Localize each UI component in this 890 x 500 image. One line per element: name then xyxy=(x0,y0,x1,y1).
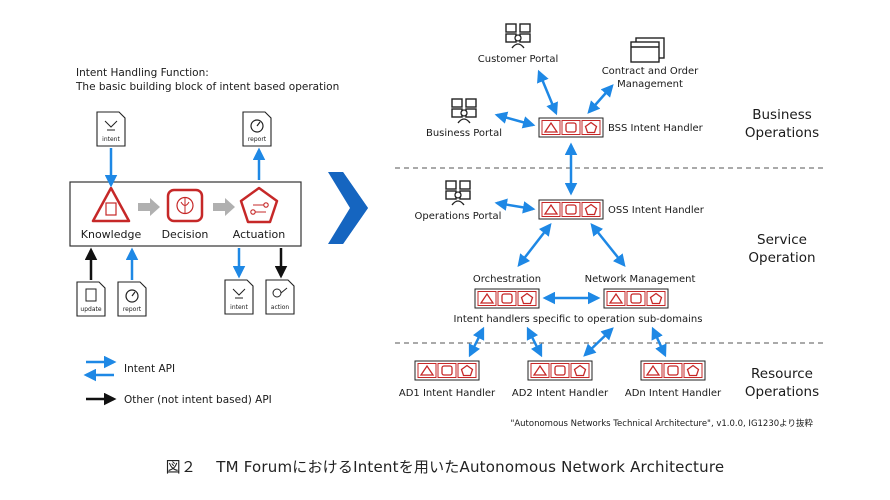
doc-report-top-label: report xyxy=(248,136,267,143)
doc-update: update xyxy=(76,281,106,317)
network-adn-arrow xyxy=(651,326,667,358)
business-portal-bss-arrow xyxy=(494,111,536,129)
legend-intent-api: Intent API xyxy=(124,363,175,375)
decision-icon xyxy=(166,188,204,223)
customer-portal-label: Customer Portal xyxy=(478,54,558,65)
left-heading-line1: Intent Handling Function: xyxy=(76,67,209,79)
layer-business-2: Operations xyxy=(745,125,819,141)
oss-network-mgmt-arrow xyxy=(590,223,626,267)
layer-service-1: Service xyxy=(757,232,807,248)
doc-action-label: action xyxy=(271,304,290,311)
gauge-icon xyxy=(250,119,264,133)
doc-intent-top: intent xyxy=(96,111,126,147)
business-portal-label: Business Portal xyxy=(426,128,502,139)
network-management-label: Network Management xyxy=(585,274,696,285)
ad2-intent-handler xyxy=(527,360,593,381)
layer-resource-2: Operations xyxy=(745,384,819,400)
adn-intent-handler xyxy=(640,360,706,381)
actuation-label: Actuation xyxy=(233,228,286,241)
contract-management-icon xyxy=(630,37,665,63)
figure-caption: 図２ TM ForumにおけるIntentを用いたAutonomous Netw… xyxy=(165,458,725,476)
bss-intent-handler xyxy=(538,117,604,138)
left-heading-line2: The basic building block of intent based… xyxy=(75,81,339,93)
contract-bss-arrow xyxy=(587,84,614,114)
orchestration-intent-handler xyxy=(474,288,540,309)
orchestration-ad2-arrow xyxy=(526,326,543,358)
customer-portal-icon xyxy=(505,23,531,49)
doc-intent-bottom-label: intent xyxy=(230,304,248,311)
doc-intent-bottom: intent xyxy=(224,279,254,315)
doc-action: action xyxy=(265,279,295,315)
flow-arrow-2 xyxy=(213,198,235,216)
knowledge-label: Knowledge xyxy=(81,228,142,241)
ad2-label: AD2 Intent Handler xyxy=(512,388,609,399)
doc-update-label: update xyxy=(80,306,101,313)
contract-label-2: Management xyxy=(617,79,683,90)
bss-handler-label: BSS Intent Handler xyxy=(608,123,704,134)
doc-intent-top-label: intent xyxy=(102,136,120,143)
oss-handler-label: OSS Intent Handler xyxy=(608,205,705,216)
layer-business-1: Business xyxy=(752,107,812,123)
subdomain-note: Intent handlers specific to operation su… xyxy=(454,314,703,325)
adn-label: ADn Intent Handler xyxy=(625,388,722,399)
ad1-intent-handler xyxy=(414,360,480,381)
doc-report-bottom: report xyxy=(117,281,147,317)
oss-orchestration-arrow xyxy=(517,223,552,267)
knowledge-icon xyxy=(91,186,131,223)
network-mgmt-intent-handler xyxy=(603,288,669,309)
doc-report-top: report xyxy=(242,111,272,147)
orchestration-label: Orchestration xyxy=(473,274,541,285)
ops-portal-oss-arrow xyxy=(494,198,536,214)
actuation-icon xyxy=(239,186,279,224)
layer-resource-1: Resource xyxy=(751,366,813,382)
network-ad2-arrow xyxy=(583,327,614,357)
contract-label-1: Contract and Order xyxy=(602,66,699,77)
layer-service-2: Operation xyxy=(748,250,815,266)
source-citation: "Autonomous Networks Technical Architect… xyxy=(510,418,813,429)
ad1-label: AD1 Intent Handler xyxy=(399,388,496,399)
operations-portal-icon xyxy=(445,180,471,206)
doc-report-bottom-label: report xyxy=(123,306,142,313)
decision-label: Decision xyxy=(162,228,209,241)
flow-arrow-1 xyxy=(138,198,160,216)
oss-intent-handler xyxy=(538,199,604,220)
customer-bss-arrow xyxy=(537,69,558,116)
business-portal-icon xyxy=(451,98,477,124)
orchestration-ad1-arrow xyxy=(468,326,485,358)
legend-other-api: Other (not intent based) API xyxy=(124,394,272,406)
operations-portal-label: Operations Portal xyxy=(415,211,502,222)
